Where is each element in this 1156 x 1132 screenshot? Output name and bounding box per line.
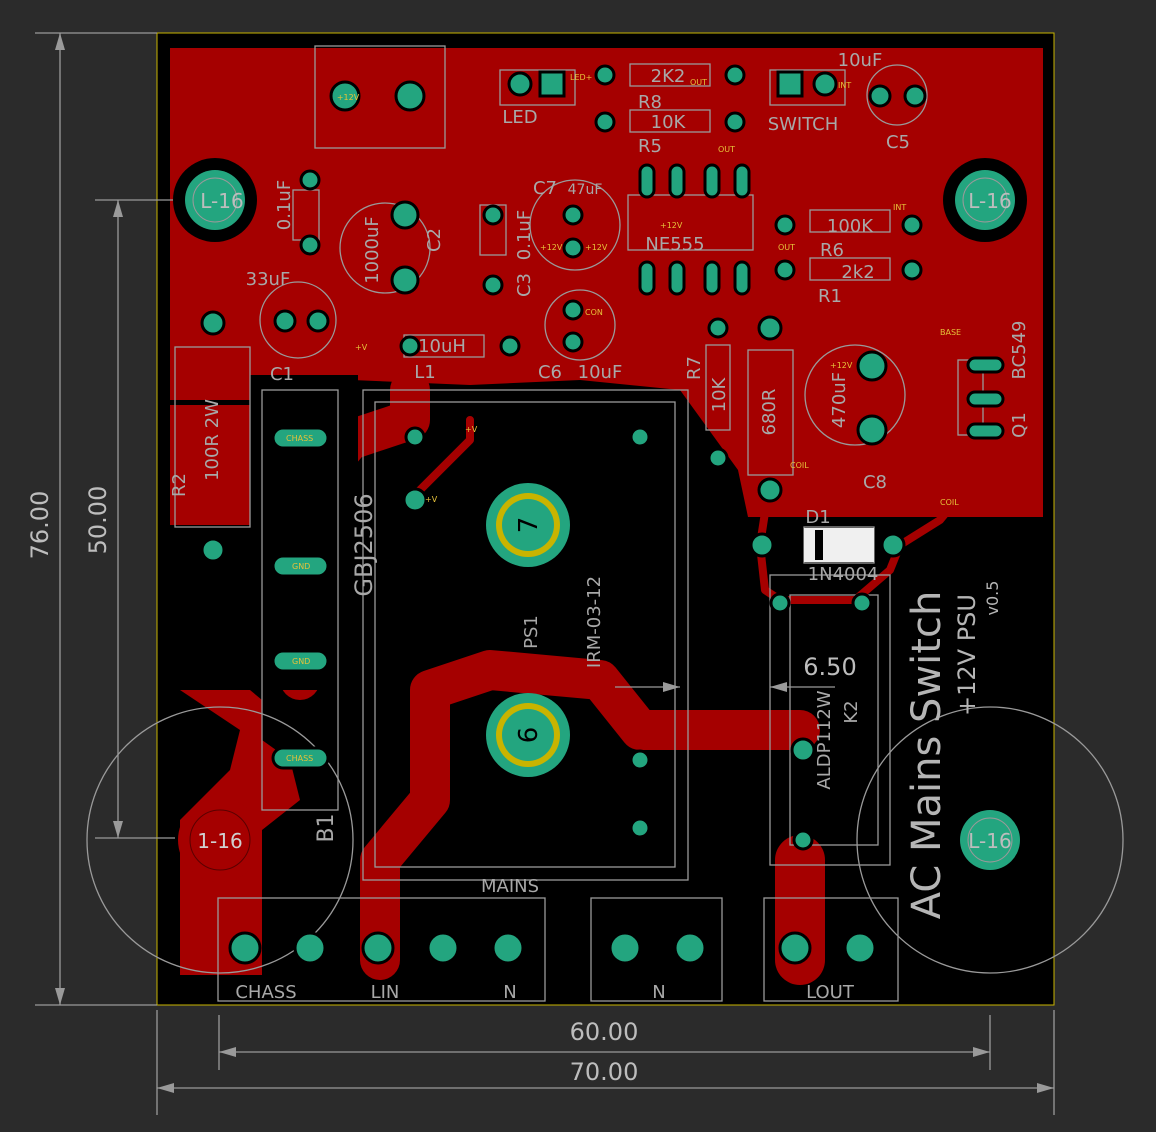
net-v-1: +V (355, 343, 368, 352)
diode-body (804, 528, 874, 562)
label-n: N (503, 982, 516, 1003)
dim-76: 76.00 (26, 491, 54, 560)
label-r5: R5 (638, 136, 662, 157)
dim-70: 70.00 (570, 1058, 639, 1086)
net-base: BASE (940, 328, 961, 337)
label-r8: R8 (638, 92, 662, 113)
label-r7-value: 10K (709, 376, 730, 412)
label-switch: SWITCH (768, 114, 839, 135)
label-r2: R2 (169, 473, 190, 497)
net-12v-4: +12V (540, 243, 563, 252)
label-d1: D1 (805, 507, 830, 528)
label-pin6: 6 (514, 727, 544, 744)
label-c8-value: 470uF (829, 372, 850, 428)
net-chass-2: CHASS (286, 754, 313, 763)
label-c6: C6 (538, 362, 562, 383)
label-c2-value: 1000uF (362, 216, 383, 284)
net-int-2: INT (893, 203, 906, 212)
label-r6: R6 (820, 240, 844, 261)
label-r8-value: 2K2 (651, 66, 686, 87)
net-12v-1: +12V (337, 93, 360, 102)
label-l1: L1 (414, 362, 435, 383)
label-bridge: GBJ2506 (350, 493, 378, 596)
label-psu: IRM-03-12 (584, 576, 605, 668)
dimension-arrows (55, 33, 1054, 1093)
net-12v-3: +12V (585, 243, 608, 252)
dimension-lines (35, 32, 1055, 1115)
label-k2: K2 (841, 700, 862, 723)
label-c7-value: 47uF (568, 182, 603, 198)
label-mains: MAINS (481, 876, 539, 897)
label-relay: ALDP112W (814, 690, 835, 789)
hole-label-2: L-16 (968, 189, 1011, 213)
hole-label-1: L-16 (200, 189, 243, 213)
net-con: CON (585, 308, 603, 317)
silkscreen-outlines (86, 45, 1124, 1002)
dim-60: 60.00 (570, 1018, 639, 1046)
label-r5-value: 10K (651, 112, 687, 133)
net-v-3: +V (465, 425, 478, 434)
label-pin7: 7 (514, 517, 544, 534)
label-r7: R7 (684, 356, 705, 380)
hole-label-4: L-16 (968, 829, 1011, 853)
dim-650: 6.50 (803, 653, 856, 681)
mounting-holes (173, 158, 1032, 882)
label-c3: C3 (514, 273, 535, 297)
label-c5-value: 10uF (838, 50, 883, 71)
net-12v-5: +12V (830, 361, 853, 370)
net-coil-1: COIL (940, 498, 959, 507)
net-led: LED+ (570, 73, 592, 82)
net-v-2: +V (425, 495, 438, 504)
label-r2-value: 100R 2W (202, 399, 223, 481)
label-c8: C8 (863, 472, 887, 493)
label-diode: 1N4004 (808, 564, 879, 585)
label-q1-value: BC549 (1009, 321, 1030, 380)
label-c6-value: 10uF (578, 362, 623, 383)
label-n2: N (652, 982, 665, 1003)
net-coil-2: COIL (790, 461, 809, 470)
label-c5: C5 (886, 132, 910, 153)
label-q1: Q1 (1009, 412, 1030, 438)
net-out-2: OUT (690, 78, 707, 87)
label-lout: LOUT (806, 982, 855, 1003)
label-r1: R1 (818, 286, 842, 307)
label-c2: C2 (424, 228, 445, 252)
label-lin: LIN (371, 982, 400, 1003)
label-c7: C7 (533, 178, 557, 199)
net-gnd-2: GND (292, 657, 310, 666)
net-out-1: OUT (718, 145, 735, 154)
label-ic: NE555 (645, 234, 704, 255)
component-labels: LED SWITCH 2K2 R8 10K R5 10uF C5 0.1uF 1… (169, 50, 1030, 1003)
label-r1-value: 2k2 (841, 262, 874, 283)
dim-50: 50.00 (84, 486, 112, 555)
net-chass-1: CHASS (286, 434, 313, 443)
label-r3-value: 680R (759, 389, 780, 436)
net-12v-2: +12V (660, 221, 683, 230)
net-int-1: INT (838, 81, 851, 90)
label-c4-value: 0.1uF (274, 180, 295, 230)
board-title: AC Mains Switch (904, 591, 950, 920)
component-pads (200, 64, 1005, 965)
net-labels: +12V +12V +12V +12V +12V OUT OUT OUT INT… (286, 73, 961, 763)
label-ps1: PS1 (521, 615, 542, 649)
label-c1-value: 33uF (246, 269, 291, 290)
label-l1-value: 10uH (418, 336, 466, 357)
board-version: v0.5 (983, 581, 1002, 616)
label-b1: B1 (314, 813, 339, 842)
net-out-3: OUT (778, 243, 795, 252)
label-led: LED (502, 107, 537, 128)
board-subtitle: +12V PSU (953, 594, 981, 716)
label-c1: C1 (270, 364, 294, 385)
hole-label-3: 1-16 (197, 829, 242, 853)
label-c3-value: 0.1uF (514, 210, 535, 260)
label-chass: CHASS (235, 982, 296, 1003)
net-gnd-1: GND (292, 562, 310, 571)
label-r6-value: 100K (827, 216, 874, 237)
